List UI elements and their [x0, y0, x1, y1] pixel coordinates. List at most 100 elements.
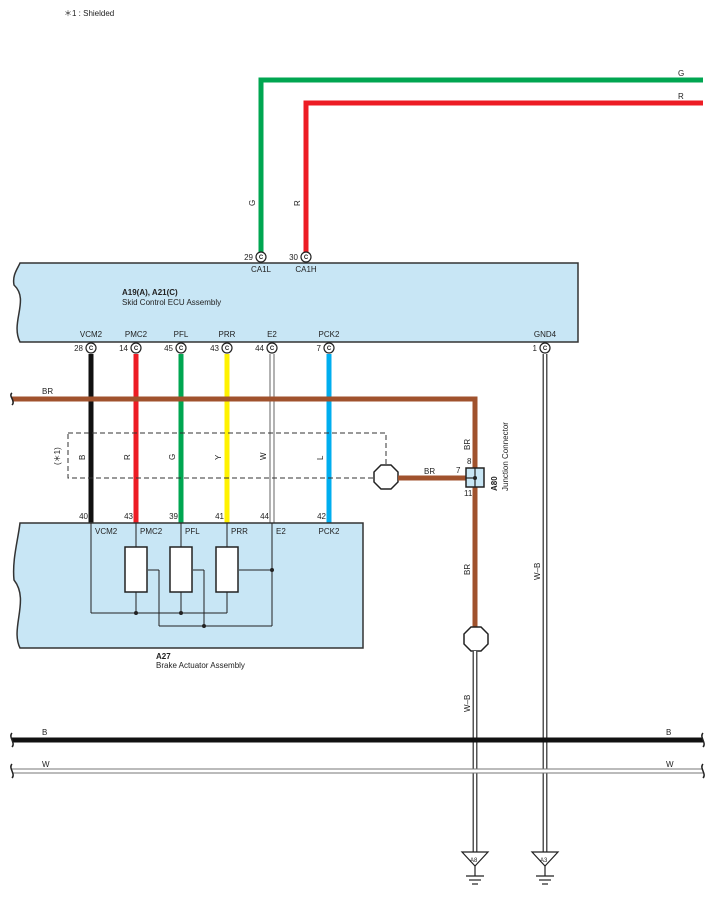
ground-a8-triangle	[460, 851, 490, 867]
ecu-subtitle: Skid Control ECU Assembly	[122, 298, 221, 307]
svg-text:R: R	[123, 454, 132, 460]
actuator-pin-number: 43	[124, 512, 133, 521]
ground-a3-label: A3	[540, 858, 548, 864]
svg-text:C: C	[134, 346, 139, 352]
ground-a3-triangle	[530, 851, 560, 867]
actuator-pin-name: PFL	[185, 527, 200, 536]
ecu-top-pin-name: CA1H	[295, 265, 317, 274]
shield-label: (＊1)	[53, 447, 62, 465]
ecu-bottom-pins: VCM2C28PMC2C14PFLC45PRRC43E2C44PCK2C7GND…	[74, 330, 557, 354]
actuator-pin-name: PCK2	[319, 527, 340, 536]
actuator-id: A27	[156, 652, 171, 661]
actuator-pin-number: 40	[79, 512, 88, 521]
br-ground-splice	[463, 626, 489, 652]
shield: (＊1)	[53, 432, 399, 490]
top-wires: G R G R	[248, 69, 703, 252]
ecu-bottom-pin-name: PMC2	[125, 330, 148, 339]
svg-text:7: 7	[456, 466, 461, 475]
br-bus-label: BR	[42, 387, 53, 396]
svg-text:L: L	[316, 455, 325, 460]
ground-a8-label: A8	[470, 858, 478, 864]
ground-wires: W–B W–B	[463, 354, 548, 852]
solenoid-pfl	[169, 546, 193, 593]
actuator-name: Brake Actuator Assembly	[156, 661, 245, 670]
actuator-pin-number: 44	[260, 512, 269, 521]
svg-text:8: 8	[467, 457, 472, 466]
svg-text:G: G	[168, 454, 177, 460]
ecu-bottom-pin-number: 7	[317, 344, 322, 353]
ecu-bottom-pin-number: 14	[119, 344, 128, 353]
svg-text:C: C	[543, 346, 548, 352]
br-bus-wire	[12, 396, 478, 470]
ecu-bottom-pin-name: PCK2	[319, 330, 340, 339]
ecu-top-pin-name: CA1L	[251, 265, 272, 274]
ecu-bottom-pin-number: 1	[533, 344, 538, 353]
solenoid-pmc2	[124, 546, 148, 593]
ecu-assembly: A19(A), A21(C) Skid Control ECU Assembly	[12, 262, 579, 343]
shield-ground-splice	[373, 464, 399, 490]
wire-g-top	[258, 77, 703, 252]
solenoid-prr	[215, 546, 239, 593]
svg-text:C: C	[259, 255, 264, 261]
svg-text:C: C	[270, 346, 275, 352]
actuator-pin-name: PMC2	[140, 527, 163, 536]
svg-text:B: B	[42, 728, 47, 737]
ecu-bottom-connector-prr: C	[221, 342, 233, 354]
junction-name: Junction Connector	[501, 422, 510, 491]
ecu-bottom-pin-number: 44	[255, 344, 264, 353]
actuator-pin-name: PRR	[231, 527, 248, 536]
ecu-top-connector-ca1h: C	[300, 251, 312, 263]
svg-text:B: B	[666, 728, 671, 737]
ecu-bottom-pin-name: PFL	[174, 330, 189, 339]
ecu-bottom-pin-number: 43	[210, 344, 219, 353]
br-down-label: BR	[463, 564, 472, 575]
wb-label-right: W–B	[533, 563, 542, 580]
ecu-bottom-connector-pmc2: C	[130, 342, 142, 354]
svg-text:C: C	[225, 346, 230, 352]
ecu-bottom-connector-e2: C	[266, 342, 278, 354]
ecu-bottom-pin-name: PRR	[219, 330, 236, 339]
ecu-top-pin-number: 29	[244, 253, 253, 262]
ecu-top-connector-ca1l: C	[255, 251, 267, 263]
wire-color-labels: B R G Y W L	[78, 452, 325, 460]
svg-text:W: W	[259, 452, 268, 460]
ecu-bottom-pin-name: GND4	[534, 330, 557, 339]
ecu-bottom-pin-name: E2	[267, 330, 277, 339]
ecu-bottom-connector-pck2: C	[323, 342, 335, 354]
svg-text:B: B	[78, 455, 87, 460]
wire-r-label: R	[678, 92, 684, 101]
shield-note: ＊1 : Shielded	[64, 9, 114, 18]
actuator-pin-name: E2	[276, 527, 286, 536]
svg-text:C: C	[304, 255, 309, 261]
svg-text:C: C	[179, 346, 184, 352]
ground-symbols: A8 A3	[460, 851, 560, 885]
svg-text:C: C	[327, 346, 332, 352]
actuator-pin-number: 39	[169, 512, 178, 521]
wb-label-left: W–B	[463, 695, 472, 712]
ecu-bottom-connector-gnd4: C	[539, 342, 551, 354]
actuator-pin-number: 42	[317, 512, 326, 521]
ecu-bottom-pin-name: VCM2	[80, 330, 103, 339]
actuator-pin-name: VCM2	[95, 527, 118, 536]
wire-r-top	[303, 100, 703, 252]
wire-g-label: G	[678, 69, 684, 78]
svg-text:Y: Y	[214, 454, 223, 460]
ecu-bottom-connector-pfl: C	[175, 342, 187, 354]
ecu-bottom-pin-number: 45	[164, 344, 173, 353]
ecu-title: A19(A), A21(C)	[122, 288, 178, 297]
svg-text:W: W	[42, 760, 50, 769]
junction-id: A80	[490, 476, 499, 491]
br-short-label: BR	[424, 467, 435, 476]
ecu-bottom-pin-number: 28	[74, 344, 83, 353]
wire-g-vlabel: G	[248, 200, 257, 206]
svg-text:C: C	[89, 346, 94, 352]
buses: B B W W	[10, 728, 705, 779]
ecu-top-pin-number: 30	[289, 253, 298, 262]
ecu-actuator-wires	[88, 354, 332, 523]
br-wiring: BR BR BR BR 7 8 11 A80 Junction Connecto…	[10, 387, 510, 652]
wire-r-vlabel: R	[293, 200, 302, 206]
svg-text:W: W	[666, 760, 674, 769]
